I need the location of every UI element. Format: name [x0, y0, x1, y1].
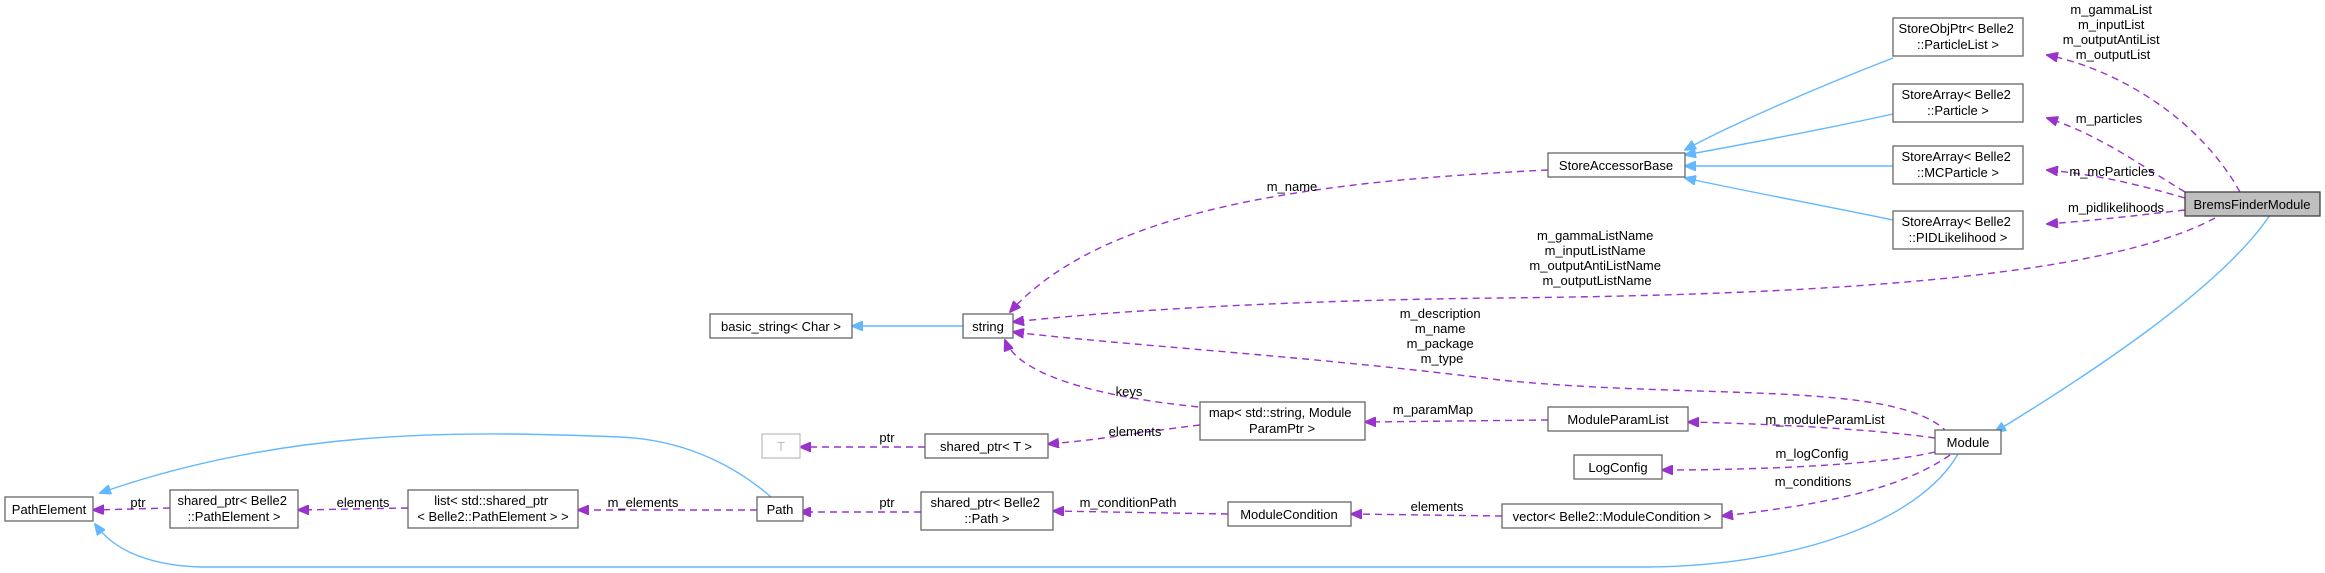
label-pidlikelihoods: m_pidlikelihoods: [2068, 200, 2165, 215]
edge-vector-elements: [1351, 514, 1503, 516]
svg-text:Module: Module: [1947, 435, 1990, 450]
node-bremsfindermodule[interactable]: BremsFinderModule: [2184, 191, 2321, 217]
label-listnames: m_gammaListName m_inputListName m_output…: [1529, 228, 1664, 288]
edge-storeobj-to-storeaccessor: [1685, 57, 1894, 150]
label-m-elements: m_elements: [608, 495, 679, 510]
svg-text:list< std::shared_ptr <: list< std::shared_ptr < Belle2::PathElem…: [417, 493, 568, 524]
node-storearray-mcparticle[interactable]: StoreArray< Belle2 ::MCParticle >: [1892, 145, 2024, 185]
svg-text:ModuleCondition: ModuleCondition: [1240, 507, 1338, 522]
svg-text:map< std::string, Module: map< std::string, Module ParamPtr >: [1209, 405, 1355, 436]
label-ptr-path: ptr: [879, 495, 895, 510]
edge-module-logconfig: [1662, 451, 1936, 470]
label-module-strings: m_description m_name m_package m_type: [1400, 306, 1485, 366]
node-module[interactable]: Module: [1934, 429, 2002, 455]
label-ptr-pathelement: ptr: [130, 495, 146, 510]
node-moduleparamlist[interactable]: ModuleParamList: [1547, 406, 1689, 432]
node-storeaccessorbase[interactable]: StoreAccessorBase: [1547, 152, 1686, 178]
edge-brems-particles: [2047, 118, 2186, 193]
edge-list-elements: [298, 508, 409, 510]
edge-brems-pid: [2047, 209, 2186, 224]
node-list-pathelement[interactable]: list< std::shared_ptr < Belle2::PathElem…: [407, 489, 579, 529]
node-vector-modulecondition[interactable]: vector< Belle2::ModuleCondition >: [1501, 503, 1723, 529]
svg-text:vector< Belle2::ModuleConditio: vector< Belle2::ModuleCondition >: [1513, 509, 1712, 524]
node-shared-ptr-t[interactable]: shared_ptr< T >: [924, 433, 1049, 459]
label-lists: m_gammaList m_inputList m_outputAntiList…: [2063, 2, 2163, 62]
svg-text:StoreArray< Belle2 ::PID: StoreArray< Belle2 ::PIDLikelihood >: [1901, 214, 2014, 245]
node-t[interactable]: T: [761, 433, 801, 459]
label-elements-list: elements: [337, 495, 390, 510]
edge-brems-mcparticles: [2047, 170, 2186, 199]
edge-brems-to-module: [1995, 214, 2271, 432]
svg-text:ModuleParamList: ModuleParamList: [1567, 412, 1669, 427]
svg-text:BremsFinderModule: BremsFinderModule: [2193, 197, 2310, 212]
svg-text:shared_ptr< Belle2 ::Pat: shared_ptr< Belle2 ::PathElement >: [177, 493, 290, 524]
node-map-moduleparamptr[interactable]: map< std::string, Module ParamPtr >: [1199, 401, 1366, 441]
edge-brems-lists: [2047, 55, 2241, 193]
edge-moduleparamlist-parammap: [1365, 420, 1549, 422]
svg-text:shared_ptr< Belle2 ::Pat: shared_ptr< Belle2 ::Path >: [930, 495, 1043, 526]
svg-text:Path: Path: [767, 502, 794, 517]
svg-text:StoreAccessorBase: StoreAccessorBase: [1559, 158, 1673, 173]
node-storearray-pidlikelihood[interactable]: StoreArray< Belle2 ::PIDLikelihood >: [1892, 210, 2024, 250]
label-logconfig: m_logConfig: [1776, 446, 1849, 461]
label-m-name: m_name: [1267, 179, 1318, 194]
label-particles: m_particles: [2076, 111, 2143, 126]
edge-brems-listnames: [1013, 217, 2216, 322]
label-moduleparamlist: m_moduleParamList: [1765, 412, 1885, 427]
svg-text:StoreObjPtr< Belle2 ::Pa: StoreObjPtr< Belle2 ::ParticleList >: [1899, 21, 2018, 52]
node-shared-ptr-pathelement[interactable]: shared_ptr< Belle2 ::PathElement >: [169, 489, 299, 529]
label-elements-map: elements: [1109, 424, 1162, 439]
label-keys: keys: [1116, 384, 1143, 399]
node-modulecondition[interactable]: ModuleCondition: [1227, 501, 1352, 527]
svg-text:LogConfig: LogConfig: [1588, 460, 1647, 475]
svg-text:shared_ptr< T >: shared_ptr< T >: [940, 439, 1032, 454]
label-parammap: m_paramMap: [1393, 402, 1473, 417]
svg-text:string: string: [972, 319, 1004, 334]
label-elements-vector: elements: [1411, 499, 1464, 514]
label-mcparticles: m_mcParticles: [2069, 164, 2155, 179]
edge-storeaccessor-name: [1010, 169, 1549, 312]
node-shared-ptr-path[interactable]: shared_ptr< Belle2 ::Path >: [920, 491, 1054, 531]
edge-map-elements: [1048, 424, 1201, 444]
node-basic-string[interactable]: basic_string< Char >: [709, 313, 853, 339]
edge-path-to-pathelement: [100, 433, 772, 498]
edge-map-keys: [1005, 340, 1211, 409]
node-logconfig[interactable]: LogConfig: [1573, 454, 1663, 480]
edge-saparticle-to-storeaccessor: [1685, 113, 1894, 155]
svg-text:PathElement: PathElement: [12, 502, 87, 517]
node-storearray-particle[interactable]: StoreArray< Belle2 ::Particle >: [1892, 83, 2024, 123]
node-pathelement[interactable]: PathElement: [4, 496, 94, 522]
edge-module-to-pathelement: [95, 453, 1959, 568]
svg-text:basic_string< Char >: basic_string< Char >: [721, 319, 841, 334]
edge-module-strings: [1013, 332, 1949, 434]
svg-text:StoreArray< Belle2 ::Par: StoreArray< Belle2 ::Particle >: [1901, 87, 2014, 118]
edge-sapid-to-storeaccessor: [1685, 178, 1894, 221]
svg-text:T: T: [777, 439, 785, 454]
label-ptr-t: ptr: [879, 430, 895, 445]
node-storeobjptr-particlelist[interactable]: StoreObjPtr< Belle2 ::ParticleList >: [1892, 17, 2024, 57]
label-conditionpath: m_conditionPath: [1080, 495, 1177, 510]
label-conditions: m_conditions: [1775, 474, 1852, 489]
svg-text:StoreArray< Belle2 ::MCP: StoreArray< Belle2 ::MCParticle >: [1901, 149, 2014, 180]
node-string[interactable]: string: [962, 313, 1014, 339]
node-path[interactable]: Path: [756, 496, 804, 522]
edge-modulecondition-conditionpath: [1053, 511, 1229, 514]
edge-sharedptrpathelement-ptr: [93, 508, 171, 510]
edge-module-moduleparamlist: [1688, 422, 1936, 439]
